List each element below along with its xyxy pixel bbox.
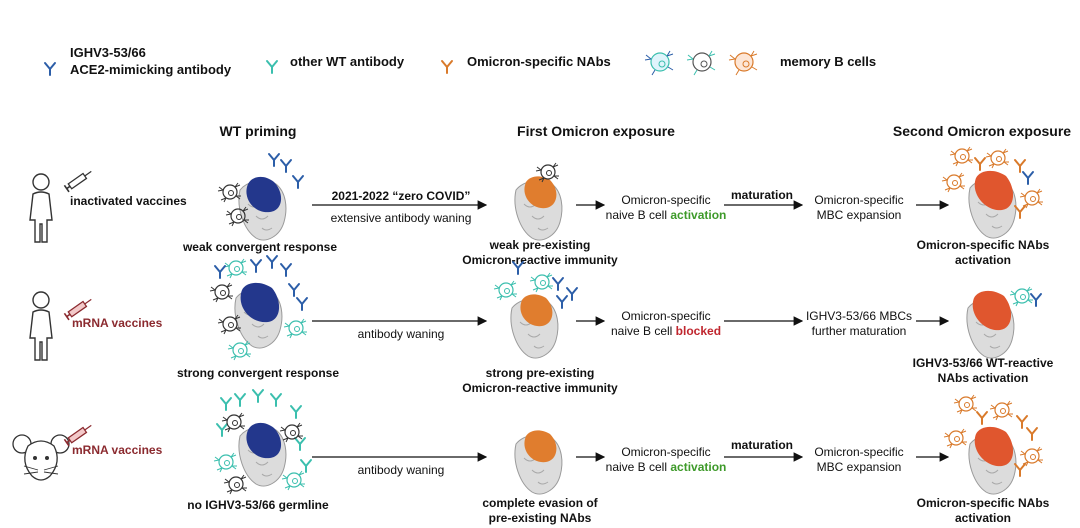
- legend-memory-cells-icon: [644, 50, 758, 76]
- subject-label-row3: mRNA vaccines: [72, 443, 163, 457]
- second-label-row3: Omicron-specific NAbs activation: [916, 496, 1050, 525]
- mbc-text-row1: Omicron-specific MBC expansion: [814, 193, 904, 222]
- status-blocked: blocked: [675, 324, 722, 338]
- omicron-rbd-structure-row1: [514, 162, 563, 241]
- mbc-text-row3: Omicron-specific MBC expansion: [814, 445, 904, 474]
- legend-memory-label: memory B cells: [780, 54, 877, 69]
- second-rbd-structure-row1: [941, 146, 1044, 239]
- header-second-omicron: Second Omicron exposure: [892, 123, 1072, 139]
- syringe-icon: [63, 298, 92, 321]
- maturation-label-row1: maturation: [730, 188, 793, 202]
- waning-bottom-row3: antibody waning: [357, 463, 445, 477]
- status-activation: activation: [670, 460, 727, 474]
- first-label-row2: strong pre-existing Omicron-reactive imm…: [462, 366, 618, 395]
- omicron-rbd-structure-row2: [493, 261, 578, 359]
- wt-rbd-structure-row3: [213, 389, 312, 495]
- subject-label-row2: mRNA vaccines: [72, 316, 163, 330]
- legend-omicron-label: Omicron-specific NAbs: [467, 54, 611, 69]
- naive-text-row2: Omicron-specific naive B cell blocked: [610, 309, 722, 338]
- waning-bottom-row2: antibody waning: [357, 327, 445, 341]
- human-icon: [29, 173, 53, 243]
- first-label-row3: complete evasion of pre-existing NAbs: [482, 496, 598, 525]
- header-wt-priming: WT priming: [219, 123, 297, 139]
- header-first-omicron: First Omicron exposure: [517, 123, 675, 139]
- subject-label-row1: inactivated vaccines: [70, 194, 187, 208]
- status-activation: activation: [670, 208, 727, 222]
- omicron-rbd-structure-row3: [514, 430, 563, 495]
- first-label-row1: weak pre-existing Omicron-reactive immun…: [462, 238, 618, 267]
- syringe-icon: [63, 424, 92, 447]
- legend-ighv-label: IGHV3-53/66 ACE2-mimicking antibody: [70, 45, 232, 77]
- second-label-row2: IGHV3-53/66 WT-reactive NAbs activation: [912, 356, 1054, 385]
- wt-label-row2: strong convergent response: [176, 366, 340, 380]
- wt-label-row1: weak convergent response: [182, 240, 338, 254]
- human-icon: [29, 291, 53, 361]
- waning-bottom-row1: extensive antibody waning: [330, 211, 472, 225]
- mbc-text-row2: IGHV3-53/66 MBCs further maturation: [805, 309, 913, 338]
- wt-label-row3: no IGHV3-53/66 germline: [187, 498, 329, 512]
- naive-text-row1: Omicron-specific naive B cell activation: [605, 193, 727, 222]
- second-rbd-structure-row2: [966, 286, 1042, 359]
- wt-rbd-structure-row1: [217, 153, 304, 241]
- syringe-icon: [63, 170, 92, 193]
- naive-text-row3: Omicron-specific naive B cell activation: [605, 445, 727, 474]
- second-rbd-structure-row3: [943, 394, 1044, 495]
- legend-other-label: other WT antibody: [290, 54, 405, 69]
- second-label-row1: Omicron-specific NAbs activation: [916, 238, 1050, 267]
- mouse-icon: [12, 434, 70, 481]
- waning-top-row1: 2021-2022 “zero COVID”: [331, 189, 471, 203]
- maturation-label-row3: maturation: [730, 438, 793, 452]
- wt-rbd-structure-row2: [209, 255, 308, 361]
